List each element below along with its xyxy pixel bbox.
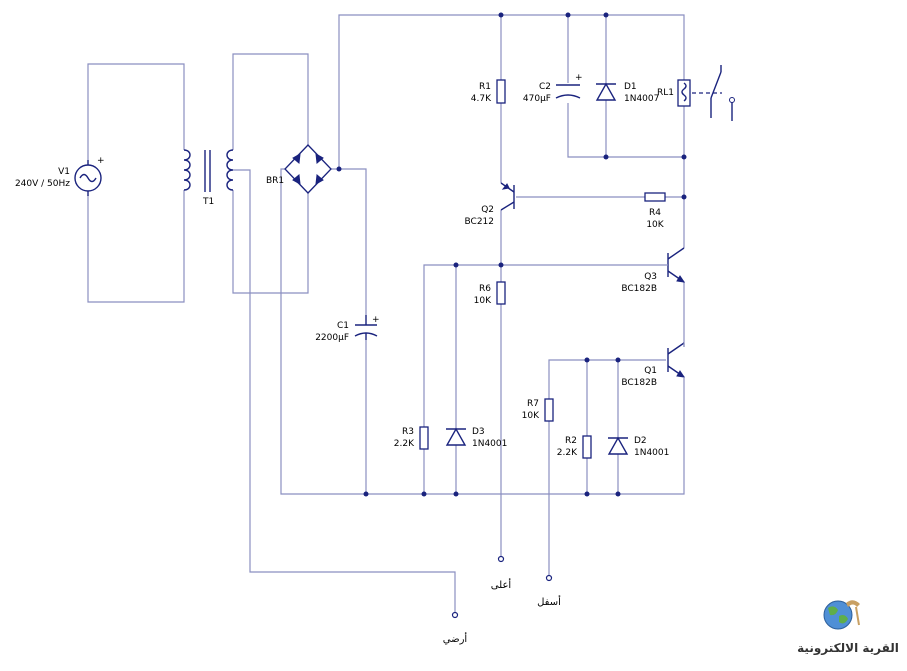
c1-capacitor: + C1 2200µF xyxy=(315,315,380,343)
d1-ref: D1 xyxy=(624,82,637,92)
r3-resistor: R3 2.2K xyxy=(394,426,429,450)
terminal-high: أعلى xyxy=(491,555,512,591)
r3-value: 2.2K xyxy=(394,439,415,449)
c2-value: 470µF xyxy=(523,94,551,104)
br1-bridge-rectifier: BR1 xyxy=(266,144,332,194)
terminal-high-label: أعلى xyxy=(491,578,512,591)
q3-ref: Q3 xyxy=(644,272,657,282)
c1-value: 2200µF xyxy=(315,333,349,343)
r3-ref: R3 xyxy=(402,427,414,437)
d1-diode: D1 1N4007 xyxy=(595,82,659,104)
logo-text: القرية الالكترونية xyxy=(797,641,899,656)
d3-value: 1N4001 xyxy=(472,439,507,449)
r2-resistor: R2 2.2K xyxy=(557,435,592,459)
q3-transistor: Q3 BC182B xyxy=(621,247,686,294)
t1-ref: T1 xyxy=(202,197,214,207)
d3-ref: D3 xyxy=(472,427,485,437)
r6-resistor: R6 10K xyxy=(474,281,506,306)
r4-value: 10K xyxy=(646,220,664,230)
terminal-ground-label: أرضي xyxy=(443,632,468,645)
r6-value: 10K xyxy=(474,296,492,306)
q2-value: BC212 xyxy=(465,217,494,227)
c1-ref: C1 xyxy=(337,321,349,331)
site-logo: القرية الالكترونية xyxy=(797,600,899,656)
t1-transformer: T1 xyxy=(183,149,234,207)
r7-resistor: R7 10K xyxy=(522,398,554,422)
d2-value: 1N4001 xyxy=(634,448,669,458)
v1-ref: V1 xyxy=(58,167,70,177)
d2-diode: D2 1N4001 xyxy=(607,436,669,458)
q1-ref: Q1 xyxy=(644,366,657,376)
c2-ref: C2 xyxy=(539,82,551,92)
r6-ref: R6 xyxy=(479,284,491,294)
rl1-relay: RL1 xyxy=(657,65,735,121)
r1-ref: R1 xyxy=(479,82,491,92)
globe-icon xyxy=(823,600,860,630)
br1-ref: BR1 xyxy=(266,176,284,186)
q1-value: BC182B xyxy=(621,378,657,388)
wires xyxy=(87,14,685,612)
q2-ref: Q2 xyxy=(481,205,494,215)
terminal-low-label: أسفل xyxy=(537,595,561,608)
r1-value: 4.7K xyxy=(471,94,492,104)
d2-ref: D2 xyxy=(634,436,647,446)
v1-polarity: + xyxy=(97,156,105,166)
r7-value: 10K xyxy=(522,411,540,421)
d3-diode: D3 1N4001 xyxy=(445,427,507,449)
q1-transistor: Q1 BC182B xyxy=(621,342,686,388)
junction-dots xyxy=(336,12,687,497)
c2-polarity: + xyxy=(575,73,583,83)
c2-capacitor: + C2 470µF xyxy=(523,73,583,104)
q2-transistor: Q2 BC212 xyxy=(465,182,515,227)
r7-ref: R7 xyxy=(527,399,539,409)
r4-resistor: R4 10K xyxy=(644,192,666,230)
r1-resistor: R1 4.7K xyxy=(471,79,506,104)
q3-value: BC182B xyxy=(621,284,657,294)
rl1-ref: RL1 xyxy=(657,88,674,98)
r2-value: 2.2K xyxy=(557,448,578,458)
d1-value: 1N4007 xyxy=(624,94,659,104)
r2-ref: R2 xyxy=(565,436,577,446)
v1-value: 240V / 50Hz xyxy=(15,179,70,189)
r4-ref: R4 xyxy=(649,208,661,218)
terminal-ground: أرضي xyxy=(443,611,468,645)
terminal-low: أسفل xyxy=(537,574,561,608)
c1-polarity: + xyxy=(372,315,380,325)
v1-ac-source: + V1 240V / 50Hz xyxy=(15,156,105,196)
